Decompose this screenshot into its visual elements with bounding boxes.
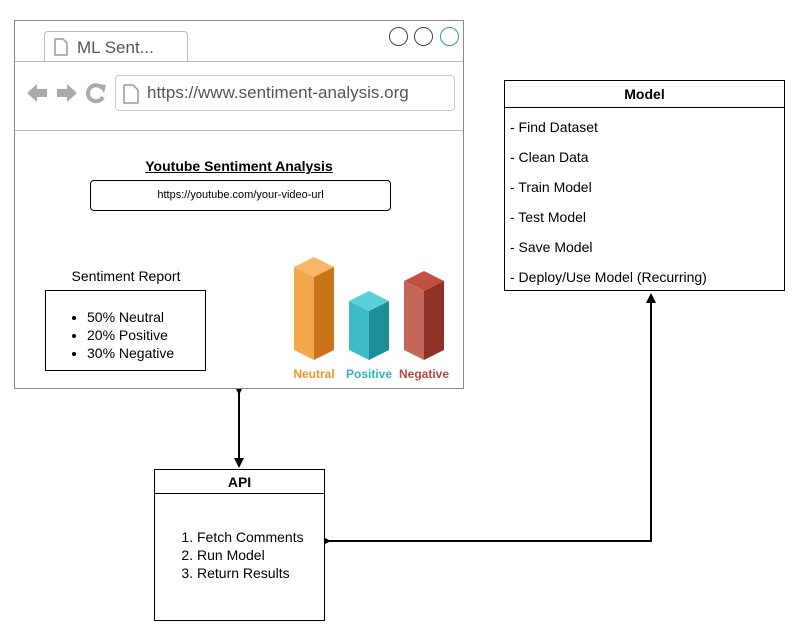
- browser-tab[interactable]: ML Sent...: [44, 31, 188, 61]
- report-item: 30% Negative: [87, 344, 174, 362]
- url-text: https://www.sentiment-analysis.org: [147, 83, 409, 102]
- model-step: - Clean Data: [510, 149, 589, 165]
- bar-label-neutral: Neutral: [293, 367, 335, 381]
- bar-negative: [404, 271, 444, 360]
- model-step: - Save Model: [510, 239, 593, 255]
- report-item: 20% Positive: [87, 326, 174, 344]
- video-url-input[interactable]: https://youtube.com/your-video-url: [90, 180, 391, 211]
- browser-window: ML Sent... https://www.sentiment-analysi…: [14, 20, 464, 389]
- api-title: API: [155, 470, 324, 494]
- address-bar[interactable]: https://www.sentiment-analysis.org: [115, 75, 455, 111]
- api-step: Run Model: [197, 546, 304, 564]
- sentiment-bars: [294, 257, 444, 360]
- window-button-1[interactable]: [389, 27, 408, 46]
- model-step: - Find Dataset: [510, 119, 598, 135]
- model-title: Model: [505, 81, 784, 108]
- model-box: Model - Find Dataset - Clean Data - Trai…: [504, 80, 785, 291]
- api-model-arrow: [321, 293, 656, 546]
- bar-label-negative: Negative: [398, 367, 450, 381]
- model-step: - Test Model: [510, 209, 586, 225]
- bar-label-positive: Positive: [345, 367, 393, 381]
- tab-label: ML Sent...: [77, 38, 154, 57]
- model-step: - Deploy/Use Model (Recurring): [510, 269, 707, 285]
- report-item: 50% Neutral: [87, 308, 174, 326]
- window-button-3[interactable]: [440, 27, 459, 46]
- api-step: Return Results: [197, 564, 304, 582]
- report-title: Sentiment Report: [71, 268, 181, 284]
- api-step: Fetch Comments: [197, 528, 304, 546]
- bar-neutral: [294, 257, 334, 360]
- bar-positive: [349, 291, 389, 360]
- window-button-2[interactable]: [414, 27, 433, 46]
- back-arrow-icon[interactable]: [25, 83, 49, 103]
- forward-arrow-icon[interactable]: [55, 83, 79, 103]
- report-box: 50% Neutral 20% Positive 30% Negative: [45, 290, 206, 371]
- page-title: Youtube Sentiment Analysis: [145, 158, 333, 174]
- page-icon: [54, 38, 68, 56]
- refresh-icon[interactable]: [85, 82, 107, 104]
- api-box: API Fetch Comments Run Model Return Resu…: [154, 469, 325, 621]
- model-step: - Train Model: [510, 179, 592, 195]
- page-icon: [123, 84, 139, 104]
